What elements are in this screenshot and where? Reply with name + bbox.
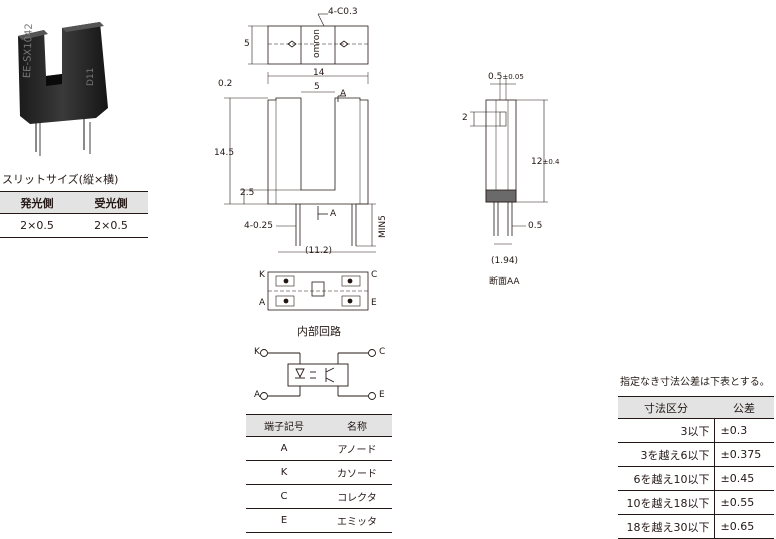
slit-width-dim: 0.5±0.05 — [488, 72, 524, 82]
brand-mark: omron — [312, 29, 322, 58]
tolerance-value: ±0.375 — [714, 442, 774, 467]
internal-circuit-diagram — [260, 349, 376, 400]
tolerance-value: ±0.55 — [714, 490, 774, 515]
section-height-dim: 12±0.4 — [531, 157, 560, 167]
terminal-header-name: 名称 — [322, 414, 392, 437]
slit-header-receiver: 受光側 — [74, 191, 148, 214]
table-row: 18を越え30以下 ±0.65 — [618, 514, 774, 539]
tolerance-header-value: 公差 — [714, 396, 774, 419]
tolerance-value: ±0.3 — [714, 418, 774, 443]
pitch-label: (11.2) — [305, 246, 333, 256]
table-row: 3を越え6以下 ±0.375 — [618, 442, 774, 467]
table-row: E エミッタ — [246, 508, 392, 533]
slot-width-label: 5 — [314, 82, 320, 92]
tolerance-range: 18を越え30以下 — [618, 514, 715, 539]
bottom-label-k: K — [259, 270, 265, 280]
slit-size-table: 発光側 受光側 2×0.5 2×0.5 — [0, 191, 148, 238]
terminal-symbol: E — [246, 508, 322, 533]
pin-width-dim: 0.5 — [528, 221, 543, 231]
table-row: A アノード — [246, 436, 392, 461]
slit-height-dim: 2 — [462, 113, 468, 123]
terminal-name: アノード — [322, 436, 392, 461]
tolerance-table: 寸法区分 公差 3以下 ±0.3 3を越え6以下 ±0.375 6を越え10以下… — [618, 396, 774, 539]
circuit-label-e: E — [379, 390, 385, 400]
terminal-name: エミッタ — [322, 508, 392, 533]
terminal-symbol: A — [246, 436, 322, 461]
table-row: 3以下 ±0.3 — [618, 418, 774, 443]
tolerance-title: 指定なき寸法公差は下表とする。 — [620, 377, 770, 388]
photo-model-text: EE-SX1042 — [22, 23, 35, 79]
tolerance-range: 3を越え6以下 — [618, 442, 715, 467]
terminal-header-symbol: 端子記号 — [246, 414, 322, 437]
top-view — [248, 13, 369, 65]
tolerance-value: ±0.65 — [714, 514, 774, 539]
terminal-table: 端子記号 名称 A アノード K カソード C コレクタ E エミッタ — [246, 414, 392, 533]
section-mark-top: A — [340, 89, 347, 99]
chamfer-label: 4-C0.3 — [328, 7, 358, 17]
step-label: 2.5 — [240, 188, 255, 198]
photo-code-text: D11 — [86, 67, 96, 86]
circuit-label-c: C — [379, 347, 386, 357]
table-row: 6を越え10以下 ±0.45 — [618, 466, 774, 491]
bottom-view — [267, 271, 369, 311]
circuit-title: 内部回路 — [297, 325, 341, 338]
tolerance-header-range: 寸法区分 — [618, 396, 714, 419]
section-mark-bottom: A — [330, 209, 337, 219]
bottom-label-a: A — [259, 298, 266, 308]
tolerance-range: 3以下 — [618, 418, 715, 443]
bottom-label-e: E — [371, 298, 377, 308]
pin-pitch-dim: (1.94) — [491, 256, 519, 266]
terminal-symbol: C — [246, 484, 322, 509]
width-label: 14 — [313, 68, 325, 78]
circuit-label-k: K — [254, 347, 260, 357]
slit-header-emitter: 発光側 — [0, 191, 74, 214]
bottom-label-c: C — [371, 270, 378, 280]
tolerance-value: ±0.45 — [714, 466, 774, 491]
slit-emitter-value: 2×0.5 — [0, 213, 74, 238]
top-depth-label: 5 — [244, 39, 250, 49]
tolerance-range: 6を越え10以下 — [618, 466, 715, 491]
section-caption: 断面AA — [489, 277, 520, 287]
pins-label: 4-0.25 — [244, 221, 274, 231]
table-row: 10を越え18以下 ±0.55 — [618, 490, 774, 515]
slit-size-title: スリットサイズ(縦×横) — [2, 173, 119, 186]
table-row: K カソード — [246, 460, 392, 485]
circuit-label-a: A — [254, 390, 261, 400]
tolerance-range: 10を越え18以下 — [618, 490, 715, 515]
slit-receiver-value: 2×0.5 — [74, 213, 148, 238]
pin-length-label: MIN5 — [378, 215, 388, 238]
terminal-name: カソード — [322, 460, 392, 485]
terminal-name: コレクタ — [322, 484, 392, 509]
terminal-symbol: K — [246, 460, 322, 485]
edge-label: 0.2 — [218, 79, 233, 89]
height-label: 14.5 — [214, 148, 235, 158]
table-row: C コレクタ — [246, 484, 392, 509]
